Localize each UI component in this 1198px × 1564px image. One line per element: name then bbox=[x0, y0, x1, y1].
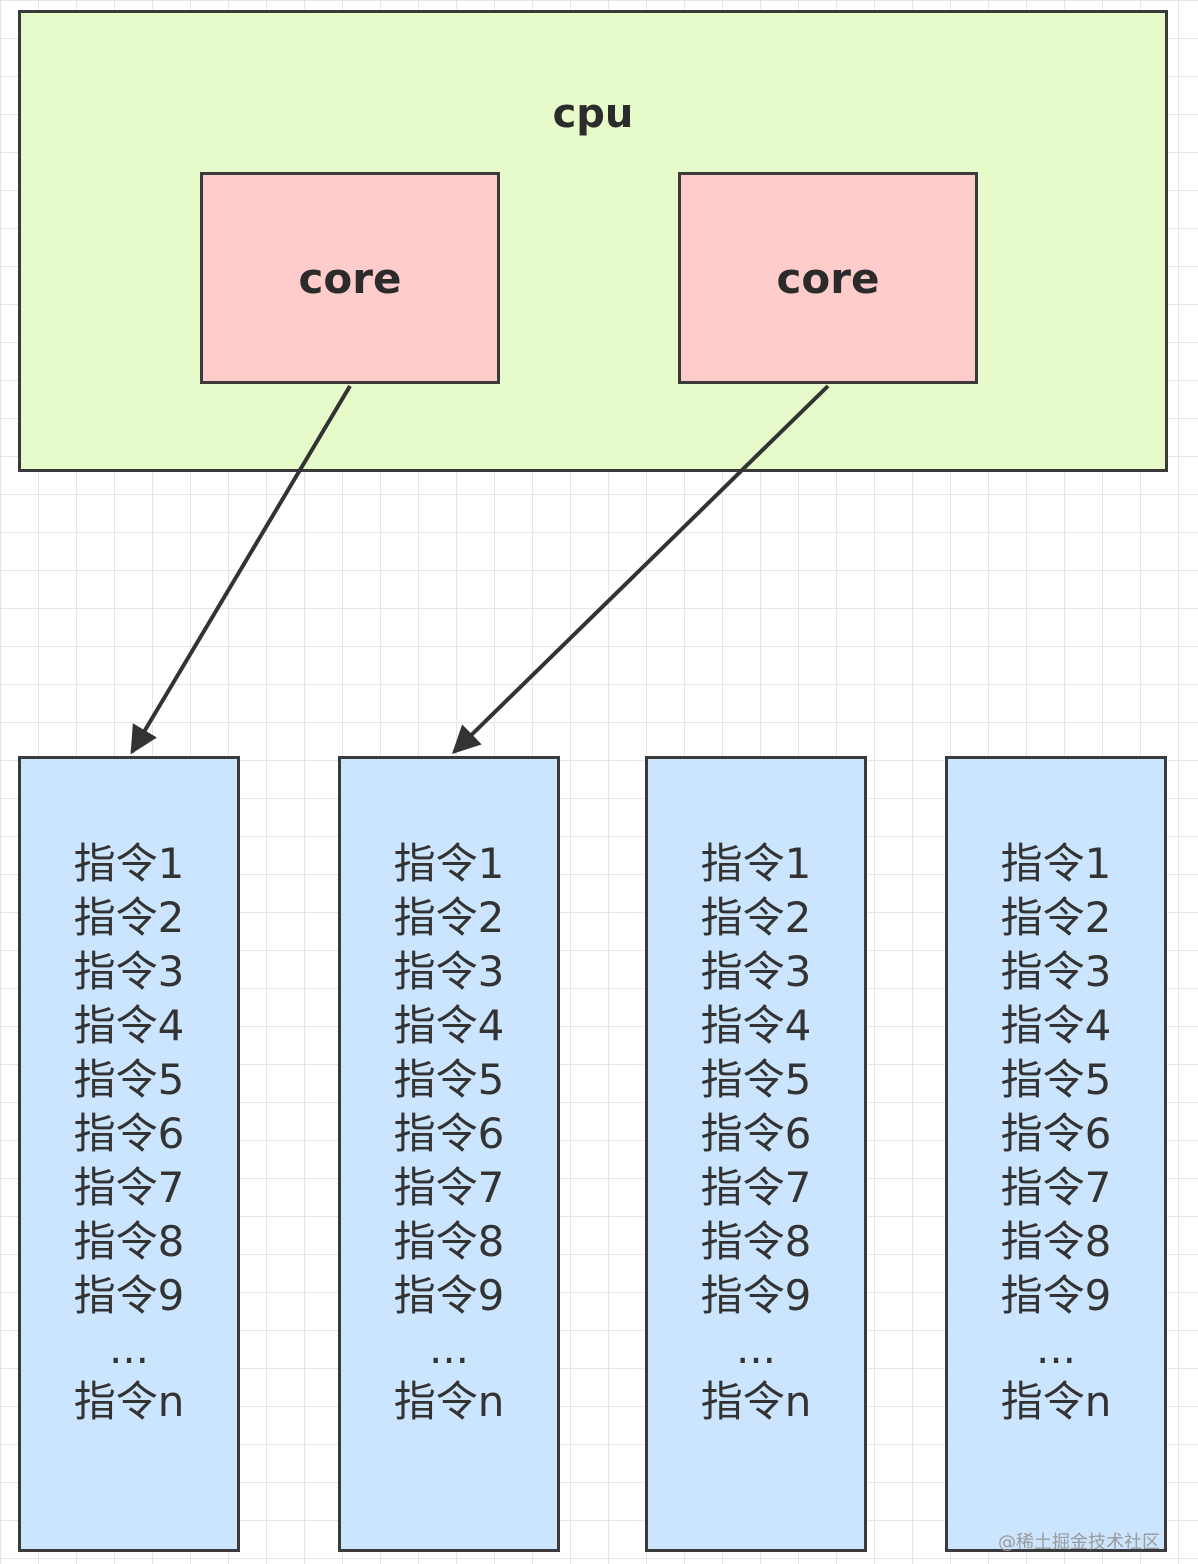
cpu-label: cpu bbox=[552, 91, 634, 137]
instruction-item: 指令9 bbox=[73, 1271, 185, 1320]
arrow-core1-to-column1 bbox=[130, 384, 352, 755]
instruction-item: 指令4 bbox=[1000, 1001, 1112, 1050]
instruction-item: 指令3 bbox=[700, 947, 812, 996]
instruction-item: 指令8 bbox=[73, 1217, 185, 1266]
instruction-item: 指令6 bbox=[700, 1109, 812, 1158]
instruction-item: 指令8 bbox=[1000, 1217, 1112, 1266]
instruction-item: 指令n bbox=[73, 1377, 185, 1426]
instruction-item: 指令7 bbox=[73, 1163, 185, 1212]
instruction-item: 指令7 bbox=[1000, 1163, 1112, 1212]
instruction-item: 指令3 bbox=[1000, 947, 1112, 996]
instruction-item: 指令5 bbox=[700, 1055, 812, 1104]
instruction-ellipsis: ... bbox=[735, 1324, 777, 1373]
instruction-item: 指令3 bbox=[73, 947, 185, 996]
instruction-item: 指令4 bbox=[700, 1001, 812, 1050]
instruction-item: 指令8 bbox=[700, 1217, 812, 1266]
instruction-item: 指令1 bbox=[1000, 839, 1112, 888]
instruction-item: 指令6 bbox=[393, 1109, 505, 1158]
instruction-item: 指令4 bbox=[73, 1001, 185, 1050]
arrow-core2-to-column2 bbox=[451, 384, 830, 754]
instruction-item: 指令8 bbox=[393, 1217, 505, 1266]
instruction-ellipsis: ... bbox=[428, 1324, 470, 1373]
instruction-item: 指令n bbox=[700, 1377, 812, 1426]
instruction-item: 指令n bbox=[1000, 1377, 1112, 1426]
instruction-ellipsis: ... bbox=[108, 1324, 150, 1373]
instruction-item: 指令9 bbox=[700, 1271, 812, 1320]
instruction-item: 指令5 bbox=[1000, 1055, 1112, 1104]
instruction-item: 指令2 bbox=[393, 893, 505, 942]
instruction-item: 指令7 bbox=[700, 1163, 812, 1212]
instruction-item: 指令9 bbox=[1000, 1271, 1112, 1320]
instruction-item: 指令2 bbox=[73, 893, 185, 942]
instruction-item: 指令9 bbox=[393, 1271, 505, 1320]
instruction-column-4: 指令1 指令2 指令3 指令4 指令5 指令6 指令7 指令8 指令9 ... … bbox=[945, 756, 1167, 1552]
instruction-item: 指令5 bbox=[393, 1055, 505, 1104]
instruction-column-2: 指令1 指令2 指令3 指令4 指令5 指令6 指令7 指令8 指令9 ... … bbox=[338, 756, 560, 1552]
watermark-text: @稀土掘金技术社区 bbox=[998, 1532, 1160, 1553]
core-box-2: core bbox=[678, 172, 978, 384]
instruction-item: 指令1 bbox=[700, 839, 812, 888]
core-label-1: core bbox=[298, 253, 402, 303]
core-box-1: core bbox=[200, 172, 500, 384]
instruction-item: 指令7 bbox=[393, 1163, 505, 1212]
instruction-column-3: 指令1 指令2 指令3 指令4 指令5 指令6 指令7 指令8 指令9 ... … bbox=[645, 756, 867, 1552]
instruction-ellipsis: ... bbox=[1035, 1324, 1077, 1373]
instruction-item: 指令6 bbox=[1000, 1109, 1112, 1158]
instruction-item: 指令1 bbox=[73, 839, 185, 888]
instruction-item: 指令n bbox=[393, 1377, 505, 1426]
instruction-item: 指令2 bbox=[700, 893, 812, 942]
instruction-column-1: 指令1 指令2 指令3 指令4 指令5 指令6 指令7 指令8 指令9 ... … bbox=[18, 756, 240, 1552]
core-label-2: core bbox=[776, 253, 880, 303]
instruction-item: 指令5 bbox=[73, 1055, 185, 1104]
instruction-item: 指令3 bbox=[393, 947, 505, 996]
instruction-item: 指令2 bbox=[1000, 893, 1112, 942]
instruction-item: 指令4 bbox=[393, 1001, 505, 1050]
instruction-item: 指令1 bbox=[393, 839, 505, 888]
instruction-item: 指令6 bbox=[73, 1109, 185, 1158]
